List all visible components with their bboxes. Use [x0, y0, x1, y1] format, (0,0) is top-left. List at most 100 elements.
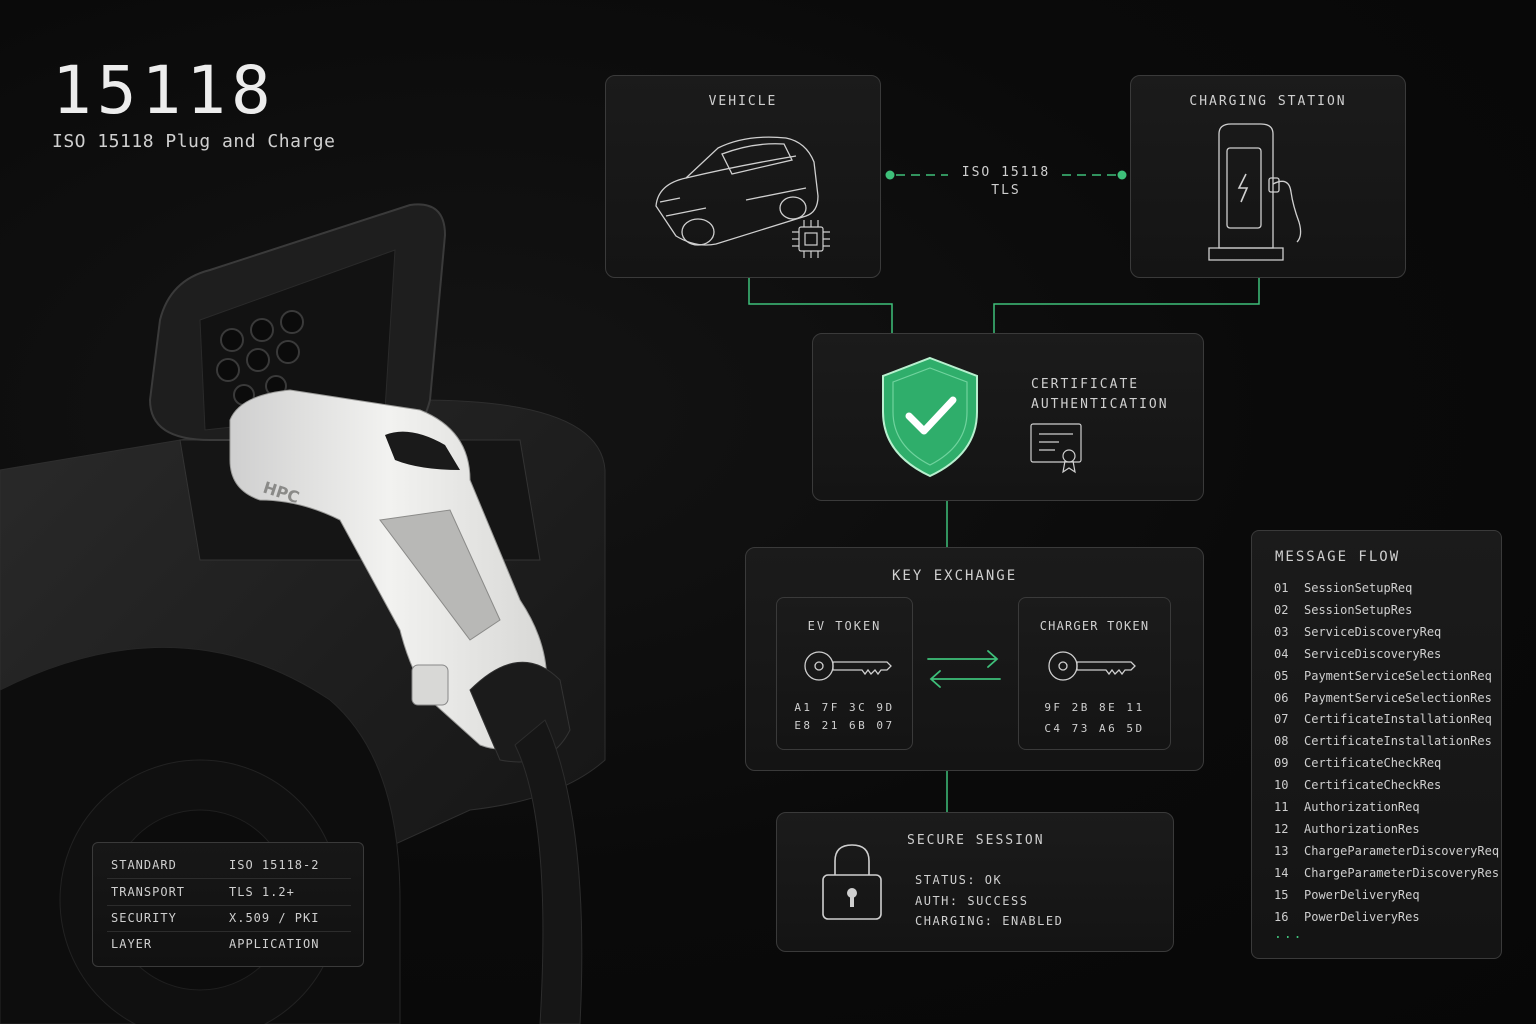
message-number: 14	[1274, 865, 1289, 880]
message-number: 06	[1274, 690, 1289, 705]
key-exchange-card: KEY EXCHANGE EV TOKEN A1 7F 3C 9D E8 21 …	[745, 547, 1204, 771]
message-name: AuthorizationReq	[1304, 800, 1420, 814]
message-name: CertificateCheckReq	[1304, 756, 1442, 771]
message-name: ServiceDiscoveryRes	[1304, 646, 1442, 661]
cert-label-line1: CERTIFICATE	[1031, 377, 1140, 392]
message-number: 10	[1274, 778, 1289, 793]
certificate-authentication-card: CERTIFICATE AUTHENTICATION	[812, 333, 1204, 501]
message-name: CertificateInstallationRes	[1304, 734, 1492, 749]
spec-key: SECURITY	[111, 911, 177, 925]
message-flow-item: 14 ChargeParameterDiscoveryRes	[1274, 866, 1499, 880]
message-number: 05	[1274, 668, 1289, 683]
session-status: STATUS: OK	[915, 873, 1003, 887]
message-flow-item: 10 CertificateCheckRes	[1274, 778, 1441, 792]
message-flow-item: 01 SessionSetupReq	[1274, 581, 1412, 595]
charger-token-hex-2: C4 73 A6 5D	[1044, 722, 1145, 735]
message-number: 04	[1274, 646, 1289, 661]
cert-label-line2: AUTHENTICATION	[1031, 397, 1169, 412]
message-flow-item: 15 PowerDeliveryReq	[1274, 888, 1420, 902]
message-flow-item: 12 AuthorizationRes	[1274, 822, 1420, 836]
message-number: 16	[1274, 909, 1289, 924]
charger-token-hex-1: 9F 2B 8E 11	[1044, 701, 1145, 714]
certificate-icon	[1030, 423, 1082, 474]
charger-token-card: CHARGER TOKEN 9F 2B 8E 11 C4 73 A6 5D	[1018, 597, 1171, 750]
message-flow-more: ...	[1274, 927, 1304, 942]
ev-key-icon	[804, 651, 892, 681]
message-name: PaymentServiceSelectionReq	[1304, 668, 1492, 683]
message-name: CertificateCheckRes	[1304, 778, 1442, 793]
hero-subtitle: ISO 15118 Plug and Charge	[52, 131, 336, 152]
message-flow-item: 03 ServiceDiscoveryReq	[1274, 625, 1441, 639]
message-name: AuthorizationRes	[1304, 821, 1420, 836]
spec-row-transport: TRANSPORT TLS 1.2+	[93, 885, 363, 911]
session-charging: CHARGING: ENABLED	[915, 914, 1064, 928]
message-flow-item: 16 PowerDeliveryRes	[1274, 910, 1420, 924]
key-exchange-title: KEY EXCHANGE	[892, 568, 1018, 584]
charger-token-label: CHARGER TOKEN	[1039, 619, 1150, 633]
chip-icon	[792, 220, 830, 258]
ev-token-hex-2: E8 21 6B 07	[794, 719, 895, 732]
charging-station-card: CHARGING STATION	[1130, 75, 1406, 278]
ev-token-hex-1: A1 7F 3C 9D	[794, 701, 895, 714]
message-name: PowerDeliveryRes	[1304, 909, 1420, 924]
ev-token-label: EV TOKEN	[807, 619, 882, 633]
message-number: 02	[1274, 602, 1289, 617]
message-number: 11	[1274, 800, 1289, 814]
vehicle-card: VEHICLE	[605, 75, 881, 278]
spec-key: STANDARD	[111, 858, 177, 872]
shield-check-icon	[882, 356, 978, 478]
spec-value: APPLICATION	[229, 937, 320, 951]
spec-table: STANDARD ISO 15118-2 TRANSPORT TLS 1.2+ …	[92, 842, 364, 967]
message-number: 15	[1274, 887, 1289, 902]
message-number: 12	[1274, 821, 1289, 836]
secure-session-card: SECURE SESSION STATUS: OK AUTH: SUCCESS …	[776, 812, 1174, 952]
car-icon	[655, 136, 819, 246]
link-endpoint-station	[1117, 170, 1127, 180]
message-number: 07	[1274, 712, 1289, 727]
vehicle-label: VEHICLE	[708, 94, 778, 109]
message-flow-item: 05 PaymentServiceSelectionReq	[1274, 669, 1492, 683]
message-flow-item: 11 AuthorizationReq	[1274, 800, 1420, 814]
station-label: CHARGING STATION	[1189, 94, 1347, 109]
message-name: PaymentServiceSelectionRes	[1304, 690, 1492, 705]
message-number: 09	[1274, 756, 1289, 771]
message-flow-item: 04 ServiceDiscoveryRes	[1274, 647, 1441, 661]
message-number: 13	[1274, 843, 1289, 858]
message-flow-title: MESSAGE FLOW	[1275, 549, 1401, 565]
link-endpoint-vehicle	[885, 170, 895, 180]
charger-key-icon	[1048, 651, 1136, 681]
message-flow-item: 06 PaymentServiceSelectionRes	[1274, 691, 1492, 705]
spec-row-security: SECURITY X.509 / PKI	[93, 911, 363, 937]
spec-row-layer: LAYER APPLICATION	[93, 937, 363, 963]
spec-key: LAYER	[111, 937, 153, 951]
spec-row-standard: STANDARD ISO 15118-2	[93, 858, 363, 884]
message-flow-item: 02 SessionSetupRes	[1274, 603, 1412, 617]
ev-token-card: EV TOKEN A1 7F 3C 9D E8 21 6B 07	[776, 597, 913, 750]
spec-key: TRANSPORT	[111, 885, 186, 899]
spec-value: X.509 / PKI	[229, 911, 320, 925]
message-name: CertificateInstallationReq	[1304, 712, 1492, 727]
message-flow-panel: MESSAGE FLOW 01 SessionSetupReq 02 SessionS…	[1251, 530, 1502, 959]
message-name: PowerDeliveryReq	[1304, 887, 1420, 902]
session-auth: AUTH: SUCCESS	[915, 894, 1029, 908]
spec-value: TLS 1.2+	[229, 885, 295, 899]
lock-icon	[822, 844, 882, 920]
exchange-arrows-icon	[927, 650, 1001, 688]
spec-value: ISO 15118-2	[229, 858, 320, 872]
message-name: ChargeParameterDiscoveryReq	[1304, 843, 1500, 858]
link-transport: TLS	[991, 183, 1021, 198]
message-name: SessionSetupRes	[1304, 602, 1413, 617]
message-number: 01	[1274, 581, 1289, 595]
message-number: 03	[1274, 624, 1289, 639]
charging-station-icon	[1208, 123, 1302, 261]
message-flow-item: 09 CertificateCheckReq	[1274, 756, 1441, 770]
message-flow-item: 13 ChargeParameterDiscoveryReq	[1274, 844, 1499, 858]
message-name: SessionSetupReq	[1304, 581, 1413, 595]
message-name: ServiceDiscoveryReq	[1304, 624, 1442, 639]
hero-title: 15118	[52, 52, 276, 129]
message-flow-item: 07 CertificateInstallationReq	[1274, 712, 1492, 726]
secure-session-title: SECURE SESSION	[907, 833, 1045, 848]
message-name: ChargeParameterDiscoveryRes	[1304, 865, 1500, 880]
